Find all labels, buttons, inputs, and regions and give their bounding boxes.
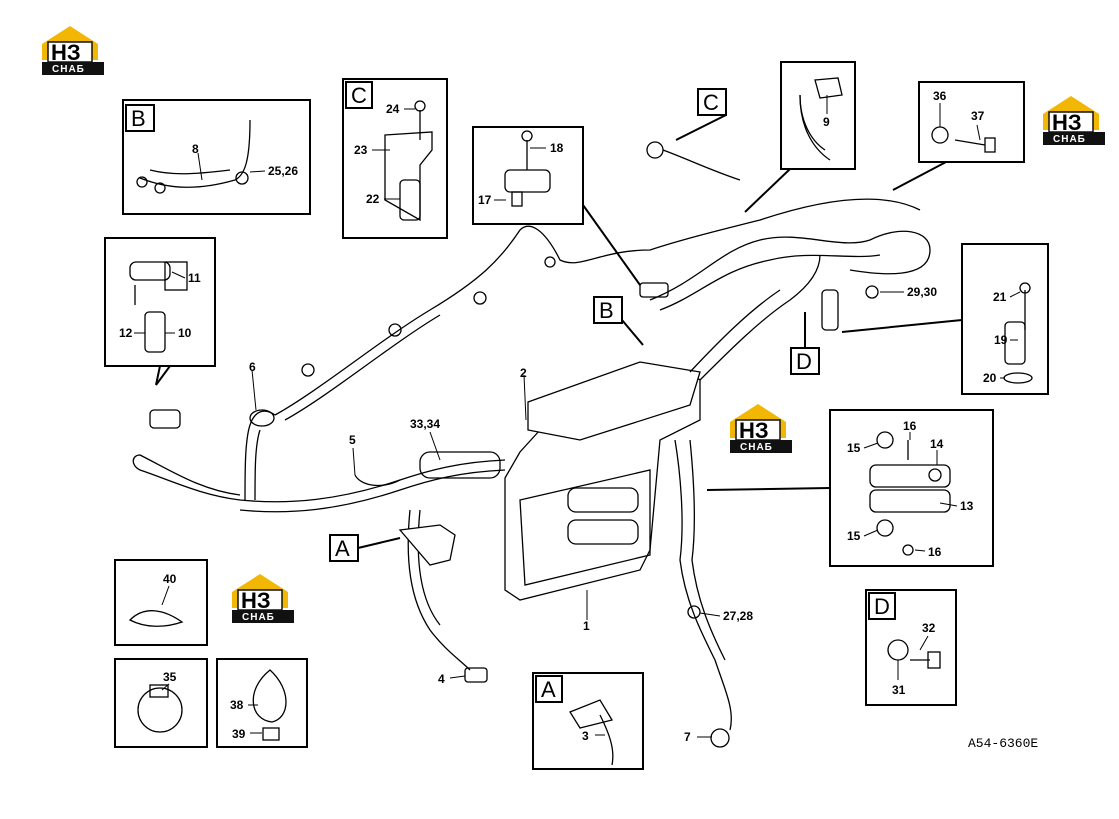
label-32: 32 — [922, 621, 936, 635]
svg-text:B: B — [599, 298, 614, 323]
label-19: 19 — [994, 333, 1008, 347]
label-23: 23 — [354, 143, 368, 157]
label-17: 17 — [478, 193, 492, 207]
svg-text:D: D — [874, 594, 890, 619]
label-15a: 15 — [847, 441, 861, 455]
label-38: 38 — [230, 698, 244, 712]
label-5: 5 — [349, 433, 356, 447]
label-35: 35 — [163, 670, 177, 684]
label-22: 22 — [366, 192, 380, 206]
label-8: 8 — [192, 142, 199, 156]
label-1: 1 — [583, 619, 590, 633]
detail-drawings — [128, 77, 1033, 766]
label-21: 21 — [993, 290, 1007, 304]
svg-text:СНАБ: СНАБ — [242, 612, 275, 623]
detail-tag-d-main: D — [790, 347, 820, 375]
logo-top-right: НЗ СНАБ — [1042, 95, 1106, 146]
detail-box-36-37 — [918, 81, 1025, 163]
svg-text:C: C — [703, 90, 719, 115]
detail-tag-b-main: B — [593, 296, 623, 324]
detail-tag-b-top: B — [125, 104, 155, 132]
part-labels: 1 2 3 4 5 6 7 8 9 10 11 12 13 14 15 15 1… — [119, 89, 1008, 744]
label-13: 13 — [960, 499, 974, 513]
detail-box-10-12 — [104, 237, 216, 367]
label-16b: 16 — [928, 545, 942, 559]
logo-left-lower: НЗ СНАБ — [231, 573, 295, 624]
label-36: 36 — [933, 89, 947, 103]
drawing-id: A54-6360E — [968, 736, 1038, 751]
label-25-26: 25,26 — [268, 164, 298, 178]
label-15b: 15 — [847, 529, 861, 543]
label-29-30: 29,30 — [907, 285, 937, 299]
svg-text:НЗ: НЗ — [1052, 110, 1082, 135]
part-leaders — [134, 95, 1021, 738]
label-24: 24 — [386, 102, 400, 116]
svg-text:A: A — [541, 677, 556, 702]
label-6: 6 — [249, 360, 256, 374]
detail-box-9 — [780, 61, 856, 170]
label-11: 11 — [188, 271, 201, 285]
leader-lines — [148, 114, 963, 549]
svg-text:D: D — [796, 349, 812, 374]
svg-text:НЗ: НЗ — [51, 40, 81, 65]
detail-tag-a-bottom: A — [535, 675, 563, 703]
detail-box-40 — [114, 559, 208, 646]
label-4: 4 — [438, 672, 445, 686]
svg-text:СНАБ: СНАБ — [1053, 134, 1086, 145]
label-12: 12 — [119, 326, 133, 340]
detail-box-35 — [114, 658, 208, 748]
label-3: 3 — [582, 729, 589, 743]
svg-text:C: C — [351, 83, 367, 108]
svg-text:СНАБ: СНАБ — [52, 64, 85, 75]
label-20: 20 — [983, 371, 997, 385]
svg-text:НЗ: НЗ — [241, 588, 271, 613]
svg-text:НЗ: НЗ — [739, 418, 769, 443]
detail-box-38-39 — [216, 658, 308, 748]
svg-text:A: A — [335, 536, 350, 561]
detail-box-b-top — [122, 99, 311, 215]
label-7: 7 — [684, 730, 691, 744]
detail-box-c-top — [342, 78, 448, 239]
svg-text:СНАБ: СНАБ — [740, 442, 773, 453]
label-37: 37 — [971, 109, 985, 123]
label-2: 2 — [520, 366, 527, 380]
detail-box-sensor-17-18 — [472, 126, 584, 225]
label-27-28: 27,28 — [723, 609, 753, 623]
label-18: 18 — [550, 141, 564, 155]
label-31: 31 — [892, 683, 906, 697]
detail-tag-c-top: C — [345, 81, 373, 109]
label-33-34: 33,34 — [410, 417, 440, 431]
logo-center: НЗ СНАБ — [729, 403, 793, 454]
label-39: 39 — [232, 727, 246, 741]
main-harness — [132, 94, 931, 748]
detail-box-19-21 — [961, 243, 1049, 395]
detail-tag-c-main: C — [697, 88, 727, 116]
label-9: 9 — [823, 115, 830, 129]
svg-text:B: B — [131, 106, 146, 131]
label-16a: 16 — [903, 419, 917, 433]
detail-tag-a-main: A — [329, 534, 359, 562]
label-10: 10 — [178, 326, 192, 340]
detail-tag-d-bottom: D — [868, 592, 896, 620]
detail-box-a-bottom — [532, 672, 644, 770]
detail-box-d-bottom — [865, 589, 957, 706]
label-14: 14 — [930, 437, 944, 451]
logo-top-left: НЗ СНАБ — [41, 25, 105, 76]
label-40: 40 — [163, 572, 177, 586]
